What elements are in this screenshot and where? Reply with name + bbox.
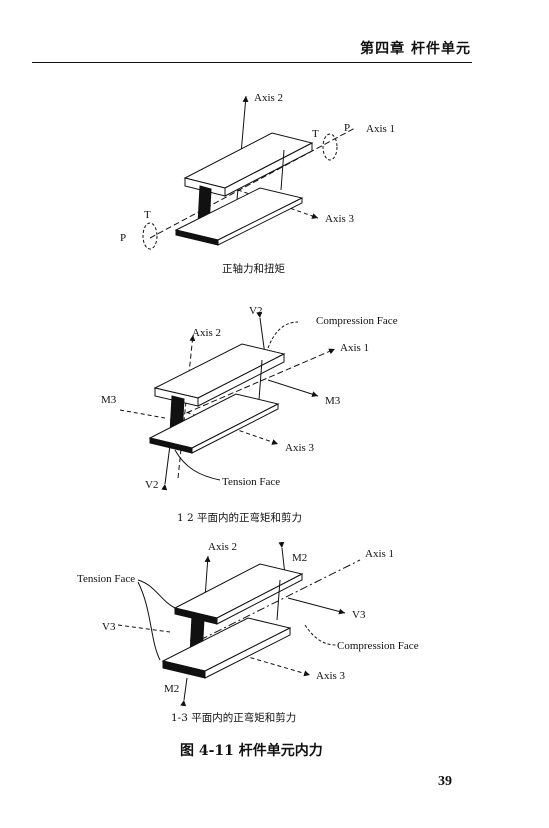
tension-leader-2 bbox=[137, 581, 161, 661]
axis1-line bbox=[169, 348, 336, 421]
d2-axis3-label: Axis 3 bbox=[285, 442, 315, 454]
i-beam-2 bbox=[148, 343, 286, 454]
d3-axis2-label: Axis 2 bbox=[208, 541, 237, 553]
d1-p-right-label: P bbox=[344, 122, 350, 134]
d1-axis1-label: Axis 1 bbox=[366, 123, 395, 135]
d2-tension-face-label: Tension Face bbox=[222, 476, 280, 488]
v2-bottom-arrow bbox=[161, 444, 171, 491]
d2-axis1-label: Axis 1 bbox=[340, 342, 369, 354]
d1-axis2-label: Axis 2 bbox=[254, 92, 283, 104]
d3-tension-face-label: Tension Face bbox=[77, 573, 135, 585]
diagram-12-plane bbox=[119, 311, 336, 491]
d1-axis3-label: Axis 3 bbox=[325, 213, 355, 225]
d2-v2-bottom-label: V2 bbox=[145, 479, 158, 491]
d1-p-left-label: P bbox=[120, 232, 126, 244]
diagram3-caption: 1-3 平面内的正弯矩和剪力 bbox=[171, 712, 297, 724]
diagram2-caption: 1 2 平面内的正弯矩和剪力 bbox=[177, 512, 303, 524]
d3-v3-left-label: V3 bbox=[102, 621, 116, 633]
chapter-header: 第四章 杆件单元 bbox=[360, 41, 471, 57]
d2-axis2-label: Axis 2 bbox=[192, 327, 221, 339]
v3-left-line bbox=[117, 624, 171, 633]
d2-m3-right-label: M3 bbox=[325, 395, 341, 407]
diagram-axial-torsion bbox=[142, 95, 356, 250]
d2-v2-top-label: V2 bbox=[249, 305, 262, 317]
header-rule bbox=[32, 62, 472, 63]
diagram-13-plane bbox=[117, 541, 361, 707]
i-beam-1 bbox=[174, 132, 314, 246]
d2-m3-left-label: M3 bbox=[101, 394, 117, 406]
d3-m2-top-label: M2 bbox=[292, 552, 307, 564]
m3-right-arrow bbox=[267, 379, 319, 398]
d3-m2-bottom-label: M2 bbox=[164, 683, 179, 695]
i-beam-3 bbox=[161, 563, 304, 679]
compression-leader bbox=[304, 624, 337, 646]
tension-leader-1 bbox=[137, 579, 176, 609]
d3-v3-right-label: V3 bbox=[352, 609, 366, 621]
m2-bottom-arrow bbox=[180, 677, 188, 707]
torque-right bbox=[322, 133, 338, 161]
d3-axis3-label: Axis 3 bbox=[316, 670, 346, 682]
tension-leader bbox=[174, 449, 221, 481]
v3-right-arrow bbox=[287, 597, 346, 615]
d3-compression-face-label: Compression Face bbox=[337, 640, 419, 652]
d1-t-left-label: T bbox=[144, 209, 151, 221]
axis1-line bbox=[149, 127, 356, 239]
d2-compression-face-label: Compression Face bbox=[316, 315, 398, 327]
axis1-line bbox=[199, 559, 361, 641]
m3-left-line bbox=[119, 409, 166, 419]
d1-t-right-label: T bbox=[312, 128, 319, 140]
diagram1-caption: 正轴力和扭矩 bbox=[222, 263, 285, 275]
torque-left bbox=[142, 222, 158, 250]
figure-caption: 图 4-11 杆件单元内力 bbox=[180, 743, 323, 759]
d3-axis1-label: Axis 1 bbox=[365, 548, 394, 560]
page-number: 39 bbox=[438, 774, 452, 789]
compression-leader bbox=[267, 321, 299, 349]
